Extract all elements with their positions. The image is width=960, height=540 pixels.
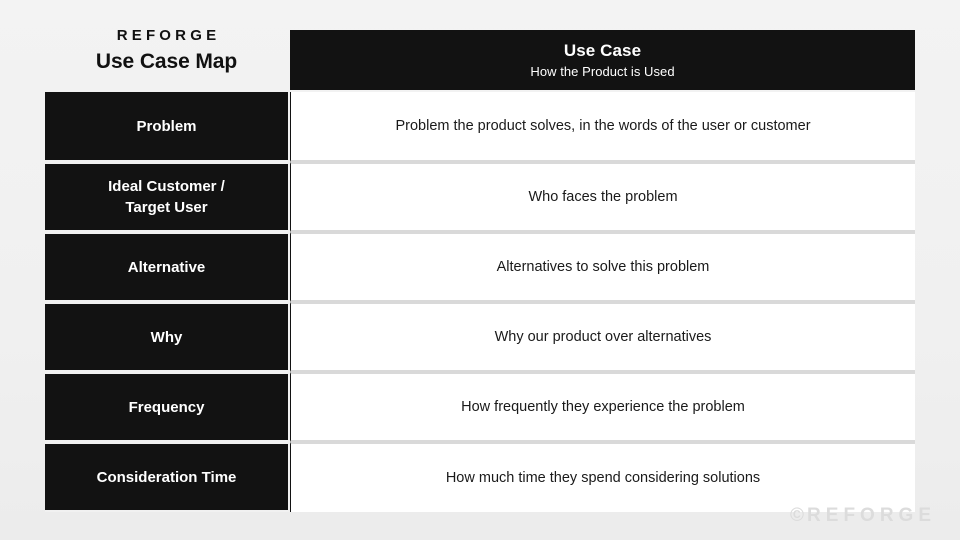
row-divider — [288, 232, 290, 302]
copyright-icon: © — [790, 505, 808, 526]
row-value-problem: Problem the product solves, in the words… — [290, 92, 915, 162]
row-value-consideration-time: How much time they spend considering sol… — [290, 442, 915, 512]
row-divider — [288, 302, 290, 372]
row-value-why: Why our product over alternatives — [290, 302, 915, 372]
row-divider — [288, 162, 290, 232]
row-divider — [288, 442, 290, 512]
column-header-use-case: Use Case How the Product is Used — [290, 30, 915, 90]
table-row: Why Why our product over alternatives — [45, 302, 915, 372]
row-divider — [288, 92, 290, 162]
row-label-alternative: Alternative — [45, 232, 288, 302]
table-row: Problem Problem the product solves, in t… — [45, 92, 915, 162]
use-case-map-table: Problem Problem the product solves, in t… — [45, 92, 915, 512]
table-row: Frequency How frequently they experience… — [45, 372, 915, 442]
row-value-alternative: Alternatives to solve this problem — [290, 232, 915, 302]
row-label-consideration-time: Consideration Time — [45, 442, 288, 512]
column-header-title: Use Case — [563, 40, 642, 60]
row-value-ideal-customer: Who faces the problem — [290, 162, 915, 232]
column-header-subtitle: How the Product is Used — [530, 63, 675, 79]
title-block: REFORGE Use Case Map — [45, 26, 288, 75]
row-divider — [288, 372, 290, 442]
row-label-frequency: Frequency — [45, 372, 288, 442]
row-label-ideal-customer: Ideal Customer / Target User — [45, 162, 288, 232]
row-label-problem: Problem — [45, 92, 288, 162]
table-row: Alternative Alternatives to solve this p… — [45, 232, 915, 302]
table-row: Consideration Time How much time they sp… — [45, 442, 915, 512]
reforge-watermark: ©REFORGE — [790, 504, 936, 528]
row-label-line-1: Ideal Customer / — [108, 178, 225, 195]
row-label-why: Why — [45, 302, 288, 372]
row-label-line-2: Target User — [125, 199, 208, 216]
table-row: Ideal Customer / Target User Who faces t… — [45, 162, 915, 232]
brand-eyebrow: REFORGE — [116, 27, 221, 44]
page-title: Use Case Map — [95, 50, 238, 73]
watermark-text: REFORGE — [807, 505, 936, 526]
row-value-frequency: How frequently they experience the probl… — [290, 372, 915, 442]
